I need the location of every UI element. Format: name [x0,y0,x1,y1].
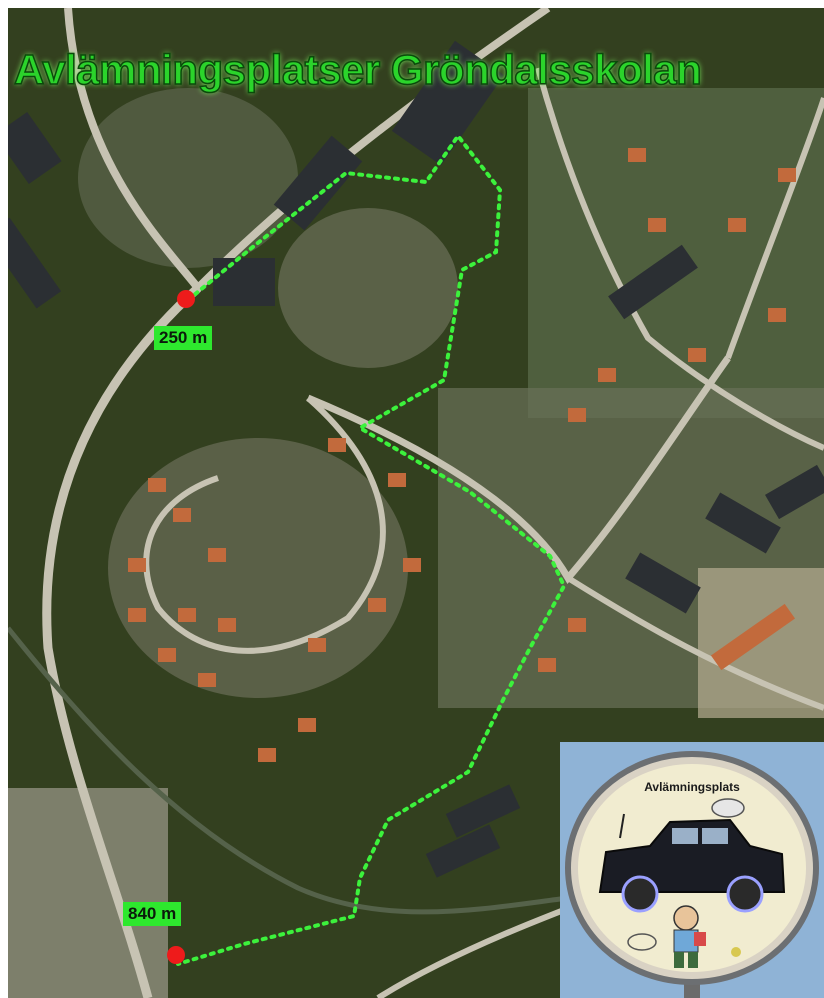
map-background [8,8,824,998]
school-buildings [8,40,824,878]
rock-outcrop-center [278,208,458,368]
road-northeast [725,97,824,360]
aerial-map: Avlämningsplatser Gröndalsskolan 250 m 8… [8,8,824,998]
house-roofs [128,148,796,762]
road-hill-loop [143,395,386,654]
walking-route [176,132,567,966]
dropoff-marker-south[interactable] [167,946,185,964]
dropoff-marker-north[interactable] [177,290,195,308]
child-drawing [627,905,706,968]
distance-label-south: 840 m [123,902,182,926]
car-drawing [598,813,786,913]
railway-track [8,626,569,915]
road-north [64,8,551,294]
speech-bubble [711,798,745,818]
sign-illustration [560,742,824,998]
sign-title: Avlämningsplats [644,780,740,794]
road-west [42,284,202,998]
dropoff-sign-photo: Avlämningsplats [560,742,824,998]
route-overlay [167,132,567,966]
distance-label-north: 250 m [154,326,213,350]
road-east [566,575,824,711]
open-field-east [698,568,824,718]
road-center [306,355,731,585]
rock-outcrop-north [78,88,298,268]
flower-drawing [731,947,741,957]
map-title: Avlämningsplatser Gröndalsskolan [13,45,702,94]
road-east-loop [535,67,824,451]
